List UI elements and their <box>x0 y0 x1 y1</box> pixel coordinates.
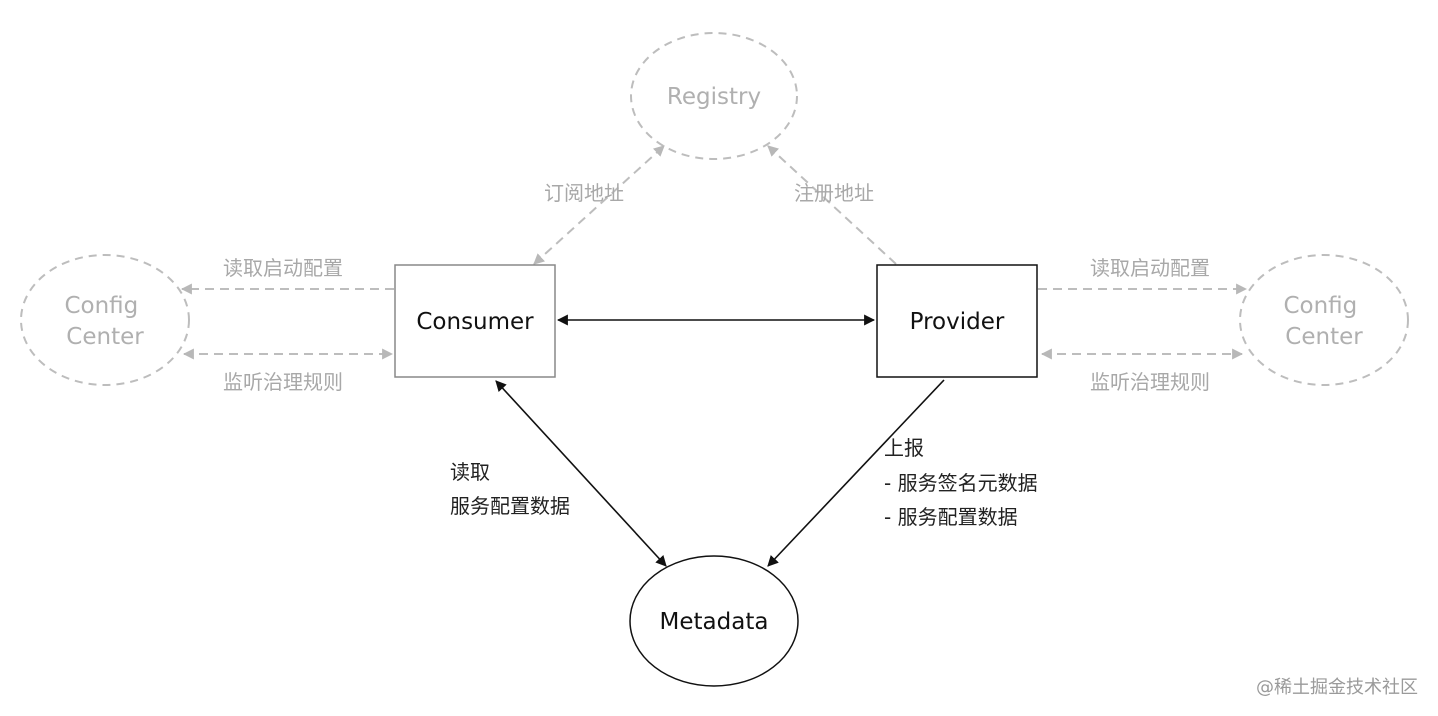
consumer-metadata-label: 读取 服务配置数据 <box>450 460 570 518</box>
registry-label: Registry <box>667 84 761 110</box>
right-listen-rules-label: 监听治理规则 <box>1090 370 1210 394</box>
provider-label: Provider <box>910 309 1005 335</box>
register-edge <box>767 145 897 265</box>
config-center-left-label: Config Center <box>64 293 145 350</box>
registry-node <box>630 32 798 160</box>
subscribe-edge <box>533 145 665 265</box>
provider-metadata-label: 上报 - 服务签名元数据 - 服务配置数据 <box>884 436 1044 529</box>
config-center-right-label: Config Center <box>1283 293 1364 350</box>
config-center-left-node <box>20 254 190 386</box>
register-edge-label: 注册地址 <box>794 181 874 205</box>
right-read-startup-label: 读取启动配置 <box>1090 256 1210 280</box>
left-listen-rules-label: 监听治理规则 <box>223 370 343 394</box>
watermark: @稀土掘金技术社区 <box>1256 677 1418 698</box>
consumer-label: Consumer <box>416 309 534 335</box>
config-center-right-node <box>1239 254 1409 386</box>
metadata-node <box>629 555 799 687</box>
metadata-label: Metadata <box>660 609 769 635</box>
provider-node <box>876 264 1038 378</box>
provider-metadata-edge <box>767 379 945 567</box>
left-read-startup-label: 读取启动配置 <box>223 256 343 280</box>
subscribe-edge-label: 订阅地址 <box>544 181 624 205</box>
consumer-metadata-edge <box>495 380 667 567</box>
consumer-node <box>394 264 556 378</box>
